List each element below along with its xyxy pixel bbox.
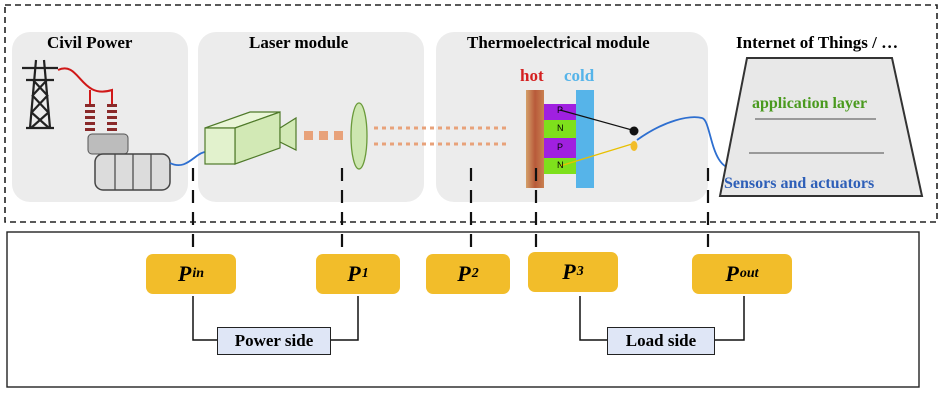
lens-icon: [350, 102, 368, 170]
power-side-label: Power side: [217, 327, 331, 355]
measurement-connectors: [191, 168, 710, 252]
iot-label: Internet of Things / …: [736, 33, 899, 52]
p-in-symbol: P: [177, 261, 192, 286]
power-pylon-icon: [22, 59, 58, 130]
thermoelectrical-module-label: Thermoelectrical module: [467, 33, 650, 52]
p-out-subscript: out: [739, 266, 759, 281]
hot-plate: [526, 90, 544, 188]
cold-plate: [576, 90, 594, 188]
p-leg-label-1: P: [557, 105, 564, 115]
p2-symbol: P: [457, 261, 471, 286]
p-in-subscript: in: [192, 266, 205, 281]
application-layer-label: application layer: [752, 95, 868, 112]
load-side-label: Load side: [607, 327, 715, 355]
p3-subscript: 3: [576, 264, 584, 279]
yellow-terminal: [630, 141, 638, 151]
laser-device-icon: [204, 111, 297, 165]
p-leg-label-2: P: [557, 142, 564, 152]
iot-pyramid: [718, 57, 924, 197]
black-lead: [559, 109, 633, 131]
red-power-wire: [57, 67, 113, 104]
civil-power-label: Civil Power: [47, 33, 133, 52]
p-leg-1: [544, 104, 576, 120]
laser-module-label: Laser module: [249, 33, 349, 52]
p-out-symbol: P: [725, 261, 739, 286]
power-points-frame: [6, 231, 920, 388]
laser-beam: [374, 126, 510, 146]
laser-pulses: [304, 131, 343, 140]
p-leg-2: [544, 138, 576, 158]
output-cable: [636, 116, 739, 170]
side-brackets: [192, 296, 745, 341]
n-leg-label-2: N: [557, 160, 564, 170]
hot-label: hot: [520, 66, 544, 85]
sensors-actuators-label: Sensors and actuators: [724, 175, 875, 192]
cold-label: cold: [564, 66, 595, 85]
laser-module-panel: [198, 32, 424, 202]
p1-symbol: P: [347, 261, 361, 286]
p1-subscript: 1: [361, 266, 369, 281]
p2-subscript: 2: [471, 266, 479, 281]
black-terminal: [629, 126, 639, 136]
transformer-icon: [85, 104, 171, 191]
p3-symbol: P: [562, 259, 576, 284]
n-leg-label-1: N: [557, 123, 564, 133]
yellow-lead: [559, 143, 633, 167]
n-leg-1: [544, 120, 576, 138]
